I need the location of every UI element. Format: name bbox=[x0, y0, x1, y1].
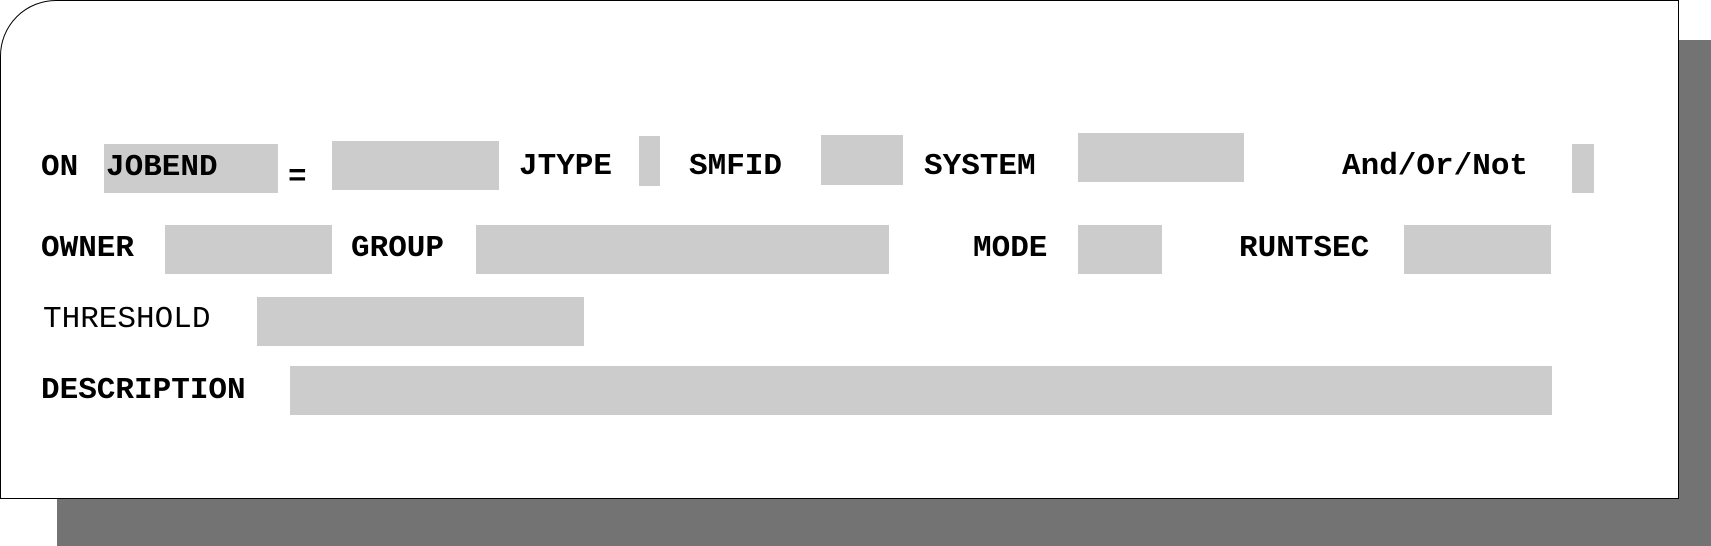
job-name-field[interactable] bbox=[332, 141, 499, 190]
runtsec-label: RUNTSEC bbox=[1239, 231, 1370, 266]
mode-field[interactable] bbox=[1078, 225, 1162, 274]
smfid-label: SMFID bbox=[689, 149, 783, 184]
smfid-field[interactable] bbox=[821, 135, 903, 185]
and-or-not-field[interactable] bbox=[1572, 144, 1594, 193]
equals-label: = bbox=[288, 160, 307, 195]
group-field[interactable] bbox=[476, 225, 889, 274]
on-jobend-panel: ON JOBEND = JTYPE SMFID SYSTEM And/Or/No… bbox=[0, 0, 1679, 499]
owner-field[interactable] bbox=[165, 225, 332, 274]
owner-label: OWNER bbox=[41, 231, 135, 266]
threshold-label: THRESHOLD bbox=[43, 302, 211, 337]
threshold-field[interactable] bbox=[257, 297, 584, 346]
group-label: GROUP bbox=[351, 231, 445, 266]
mode-label: MODE bbox=[973, 231, 1048, 266]
jtype-label: JTYPE bbox=[519, 149, 613, 184]
runtsec-field[interactable] bbox=[1404, 225, 1551, 274]
jtype-field[interactable] bbox=[639, 136, 660, 186]
on-label: ON bbox=[41, 150, 79, 185]
description-label: DESCRIPTION bbox=[41, 373, 246, 408]
description-field[interactable] bbox=[290, 366, 1552, 415]
system-field[interactable] bbox=[1078, 133, 1244, 182]
and-or-not-label: And/Or/Not bbox=[1342, 149, 1529, 184]
event-field[interactable]: JOBEND bbox=[104, 144, 278, 193]
system-label: SYSTEM bbox=[924, 149, 1036, 184]
